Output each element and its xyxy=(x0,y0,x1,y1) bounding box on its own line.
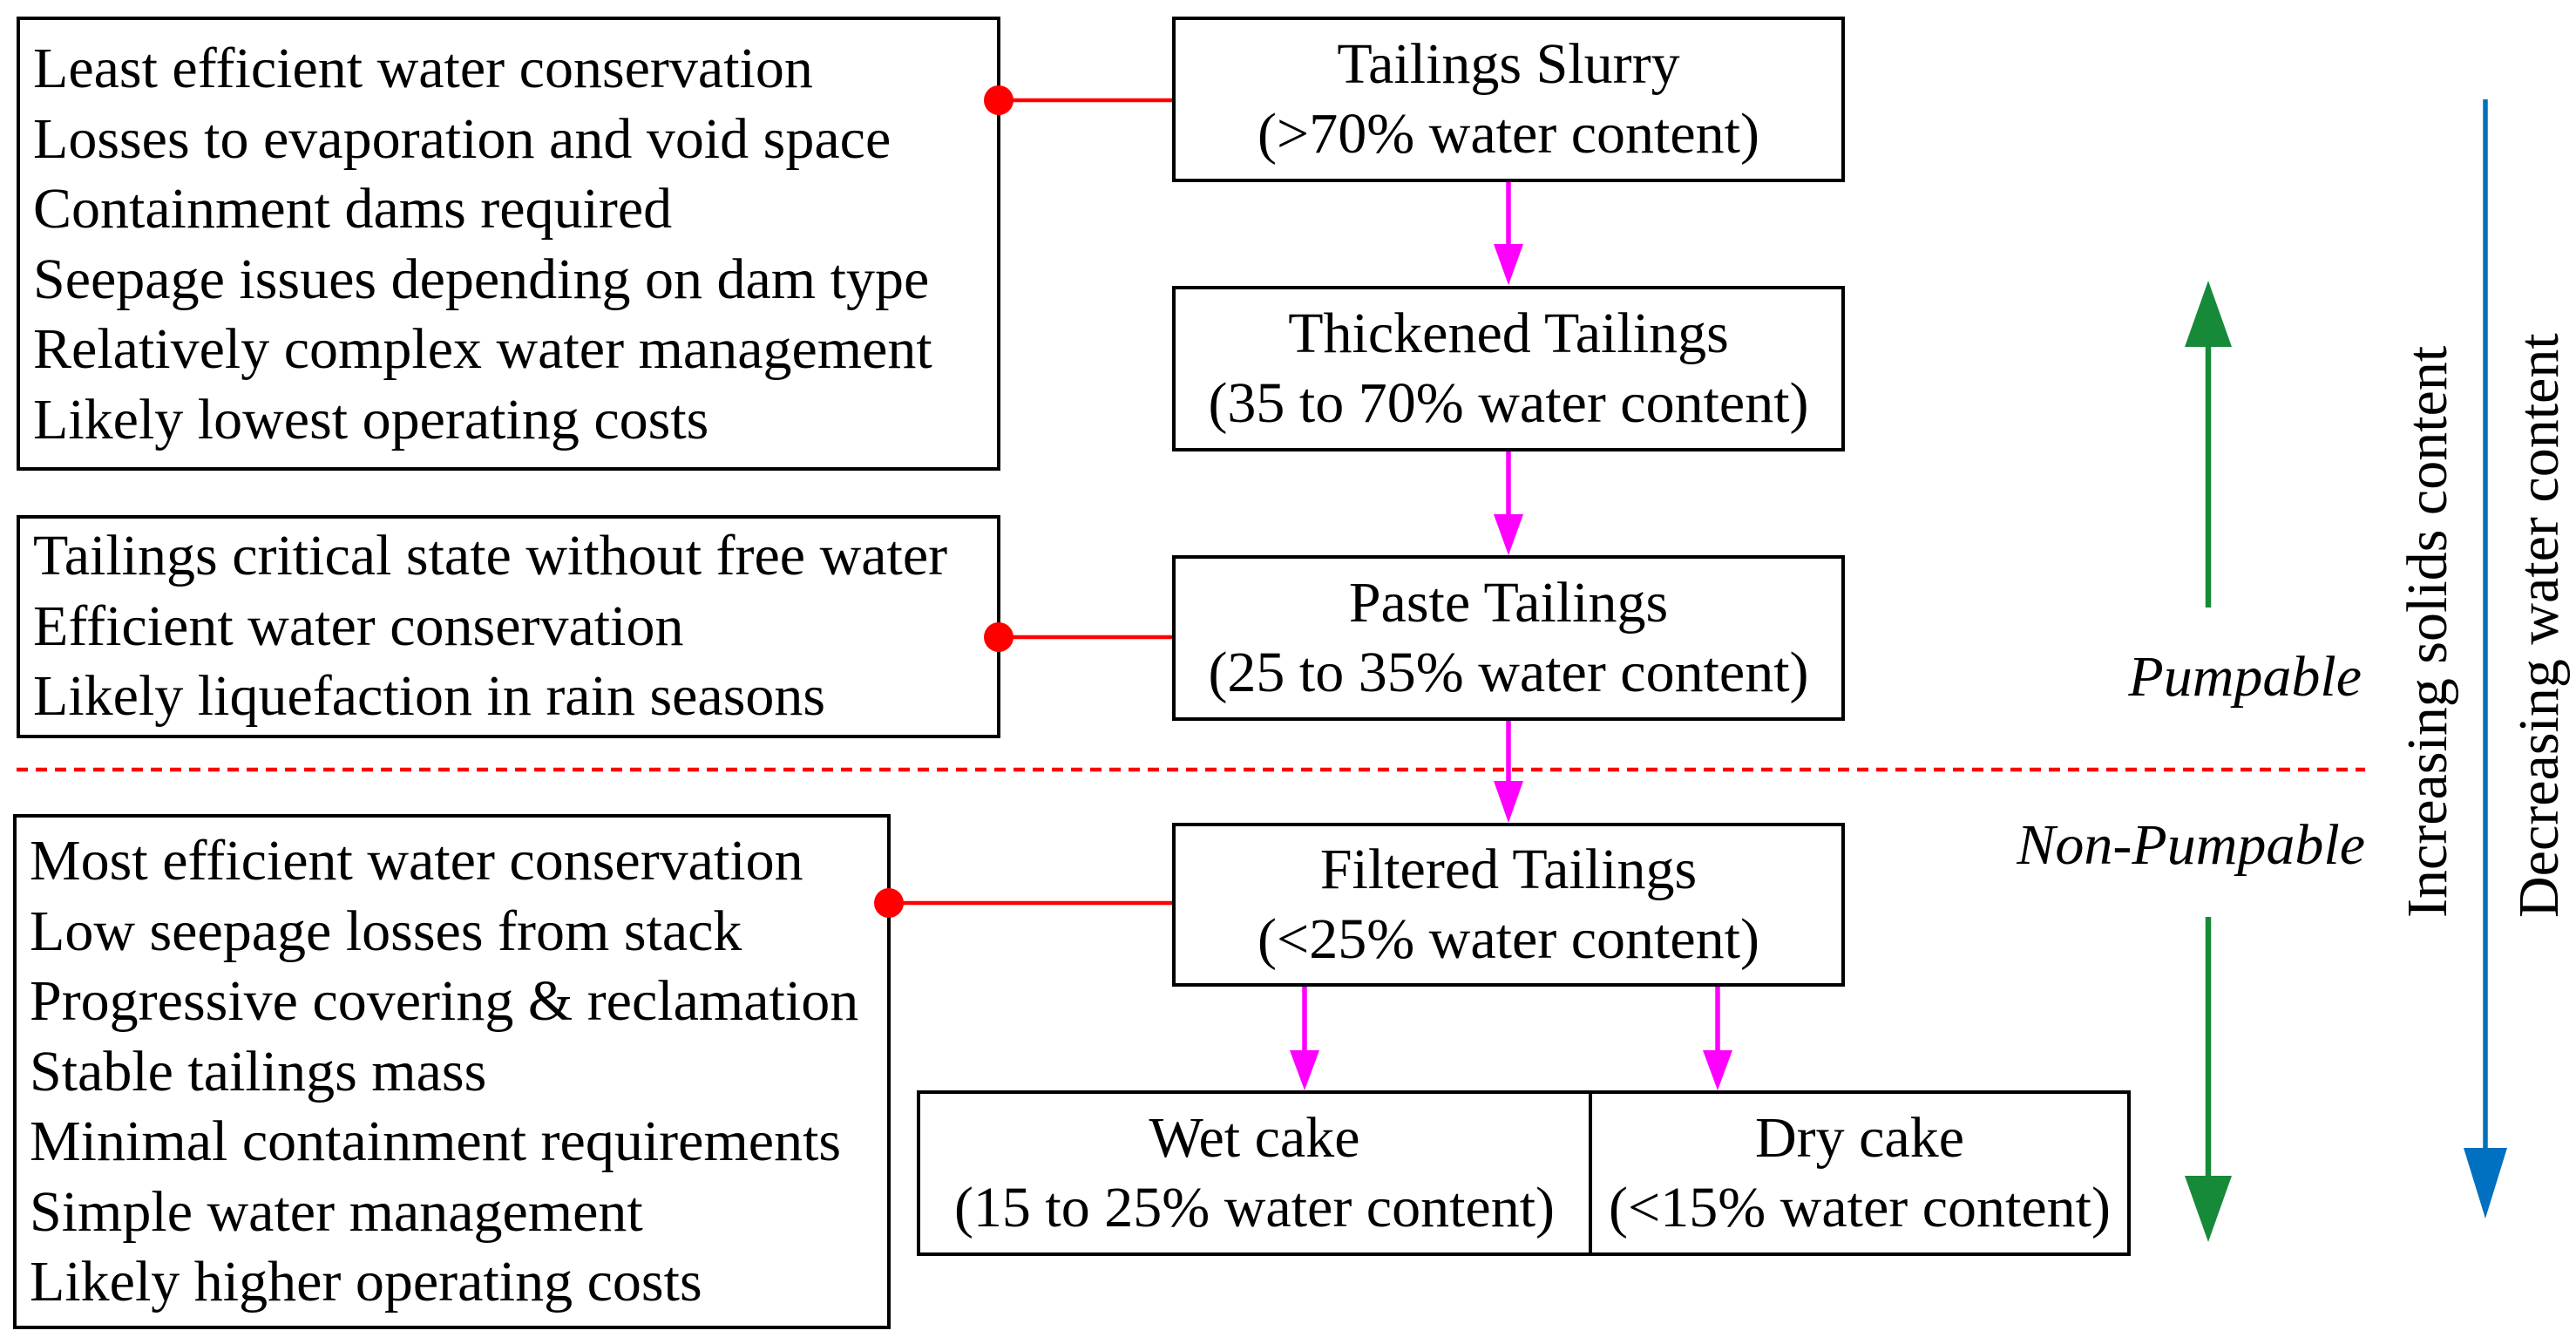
stage-name: Paste Tailings xyxy=(1348,571,1669,635)
product-box-dry-cake: Dry cake (<15% water content) xyxy=(1589,1090,2131,1256)
note-line: Low seepage losses from stack xyxy=(30,899,742,963)
note-line: Likely lowest operating costs xyxy=(33,387,709,451)
stage-name: Filtered Tailings xyxy=(1319,838,1698,901)
note-box-filtered: Most efficient water conservation Low se… xyxy=(13,814,891,1329)
product-water-content: (15 to 25% water content) xyxy=(953,1176,1556,1239)
connector-dot-filtered xyxy=(874,888,904,918)
note-line: Most efficient water conservation xyxy=(30,829,803,893)
non-pumpable-down-arrow-head xyxy=(2185,1176,2232,1242)
connector-dot-paste xyxy=(984,622,1013,652)
stage-water-content: (35 to 70% water content) xyxy=(1208,371,1809,435)
stage-name: Thickened Tailings xyxy=(1288,302,1729,365)
product-water-content: (<15% water content) xyxy=(1609,1176,2111,1239)
product-box-wet-cake: Wet cake (15 to 25% water content) xyxy=(917,1090,1592,1256)
flow-arrow-head-filtered-to-wet-cake xyxy=(1290,1050,1319,1090)
flow-arrow-head-filtered-to-dry-cake xyxy=(1703,1050,1732,1090)
note-box-slurry: Least efficient water conservation Losse… xyxy=(17,17,1000,471)
note-line: Stable tailings mass xyxy=(30,1039,487,1103)
stage-name: Tailings Slurry xyxy=(1337,32,1680,96)
flow-arrow-head-slurry-to-thickened xyxy=(1494,244,1523,285)
stage-box-thickened-tailings: Thickened Tailings (35 to 70% water cont… xyxy=(1172,286,1845,451)
stage-water-content: (<25% water content) xyxy=(1257,907,1759,971)
pumpable-up-arrow-head xyxy=(2185,281,2232,347)
note-line: Least efficient water conservation xyxy=(33,37,813,100)
flow-arrow-head-thickened-to-paste xyxy=(1494,514,1523,555)
note-line: Likely higher operating costs xyxy=(30,1250,702,1313)
note-box-paste: Tailings critical state without free wat… xyxy=(17,515,1000,738)
flow-arrow-head-paste-to-filtered xyxy=(1494,781,1523,823)
note-line: Losses to evaporation and void space xyxy=(33,106,891,171)
stage-box-tailings-slurry: Tailings Slurry (>70% water content) xyxy=(1172,17,1845,182)
note-lines: Least efficient water conservation Losse… xyxy=(33,34,932,455)
note-line: Tailings critical state without free wat… xyxy=(33,524,948,587)
note-line: Relatively complex water management xyxy=(33,317,932,381)
note-lines: Most efficient water conservation Low se… xyxy=(30,826,858,1318)
product-name: Wet cake xyxy=(1149,1106,1360,1170)
stage-box-paste-tailings: Paste Tailings (25 to 35% water content) xyxy=(1172,555,1845,721)
zone-label-pumpable: Pumpable xyxy=(2128,645,2362,709)
stage-box-filtered-tailings: Filtered Tailings (<25% water content) xyxy=(1172,823,1845,987)
stage-water-content: (>70% water content) xyxy=(1257,102,1759,166)
stage-water-content: (25 to 35% water content) xyxy=(1208,641,1809,704)
zone-label-non-pumpable: Non-Pumpable xyxy=(2017,813,2365,877)
note-line: Seepage issues depending on dam type xyxy=(33,247,930,311)
product-name: Dry cake xyxy=(1754,1106,1965,1170)
connector-dot-slurry xyxy=(984,85,1013,115)
note-line: Minimal containment requirements xyxy=(30,1110,842,1173)
water-trend-arrow-head xyxy=(2464,1148,2507,1218)
note-line: Simple water management xyxy=(30,1179,643,1244)
note-line: Likely liquefaction in rain seasons xyxy=(33,664,826,728)
note-line: Efficient water conservation xyxy=(33,594,684,658)
note-line: Progressive covering & reclamation xyxy=(30,969,859,1033)
note-lines: Tailings critical state without free wat… xyxy=(33,521,947,732)
note-line: Containment dams required xyxy=(33,177,673,241)
